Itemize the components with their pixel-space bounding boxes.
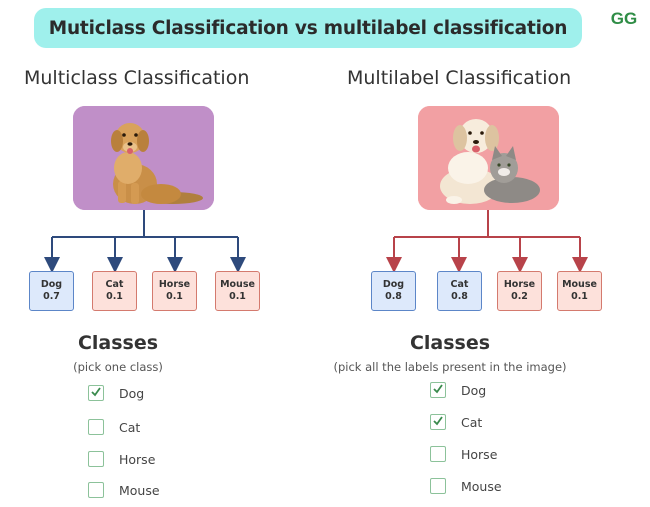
multilabel-box-mouse: Mouse 0.1 — [557, 271, 602, 311]
multilabel-option-cat[interactable]: Cat — [430, 414, 482, 430]
option-label: Mouse — [119, 482, 160, 498]
checkbox[interactable] — [430, 446, 446, 462]
box-value: 0.1 — [229, 291, 246, 302]
logo-text: GG — [611, 9, 637, 27]
multilabel-box-dog: Dog 0.8 — [371, 271, 416, 311]
option-label: Dog — [461, 382, 487, 398]
page-title: Muticlass Classification vs multilabel c… — [48, 17, 568, 39]
box-label: Horse — [503, 279, 536, 290]
box-label: Dog — [40, 279, 63, 290]
box-label: Mouse — [220, 279, 255, 290]
box-value: 0.8 — [451, 291, 468, 302]
box-label: Dog — [382, 279, 405, 290]
multiclass-option-dog[interactable]: Dog — [88, 385, 144, 401]
box-value: 0.1 — [106, 291, 123, 302]
multiclass-classes-title: Classes — [77, 332, 159, 354]
box-label: Cat — [450, 279, 469, 290]
multilabel-box-cat: Cat 0.8 — [437, 271, 482, 311]
box-label: Horse — [158, 279, 191, 290]
checkmark-icon — [433, 384, 443, 394]
checkbox[interactable] — [430, 382, 446, 398]
multiclass-classes-subtitle: (pick one class) — [73, 360, 163, 374]
multilabel-option-mouse[interactable]: Mouse — [430, 478, 502, 494]
multilabel-title: Multilabel Classification — [347, 67, 572, 89]
box-value: 0.2 — [511, 291, 528, 302]
checkbox[interactable] — [88, 385, 104, 401]
dog-and-cat-image — [418, 106, 559, 210]
dog-image — [73, 106, 214, 210]
checkmark-icon — [91, 387, 101, 397]
box-value: 0.8 — [385, 291, 402, 302]
multilabel-box-horse: Horse 0.2 — [497, 271, 542, 311]
box-value: 0.7 — [43, 291, 60, 302]
box-label: Cat — [105, 279, 124, 290]
multiclass-box-cat: Cat 0.1 — [92, 271, 137, 311]
checkbox[interactable] — [88, 419, 104, 435]
checkmark-icon — [433, 416, 443, 426]
option-label: Dog — [119, 385, 145, 401]
box-value: 0.1 — [571, 291, 588, 302]
multiclass-box-horse: Horse 0.1 — [152, 271, 197, 311]
dog-and-cat-illustration — [418, 106, 559, 210]
multilabel-classes-subtitle: (pick all the labels present in the imag… — [333, 360, 567, 374]
multiclass-box-dog: Dog 0.7 — [29, 271, 74, 311]
multiclass-option-horse[interactable]: Horse — [88, 451, 155, 467]
multiclass-box-mouse: Mouse 0.1 — [215, 271, 260, 311]
multilabel-option-dog[interactable]: Dog — [430, 382, 486, 398]
checkbox[interactable] — [88, 482, 104, 498]
option-label: Cat — [461, 414, 483, 430]
multiclass-connector — [44, 210, 246, 273]
checkbox[interactable] — [430, 414, 446, 430]
box-value: 0.1 — [166, 291, 183, 302]
gfg-logo: GG — [606, 9, 642, 28]
checkbox[interactable] — [88, 451, 104, 467]
multiclass-title: Multiclass Classification — [24, 67, 250, 89]
option-label: Horse — [119, 451, 156, 467]
option-label: Cat — [119, 419, 141, 435]
dog-illustration — [73, 106, 214, 210]
multilabel-classes-title: Classes — [409, 332, 491, 354]
box-label: Mouse — [562, 279, 597, 290]
multilabel-connector — [386, 210, 588, 273]
option-label: Horse — [461, 446, 498, 462]
checkbox[interactable] — [430, 478, 446, 494]
option-label: Mouse — [461, 478, 502, 494]
multiclass-option-cat[interactable]: Cat — [88, 419, 140, 435]
multiclass-option-mouse[interactable]: Mouse — [88, 482, 160, 498]
header-banner: Muticlass Classification vs multilabel c… — [34, 8, 582, 48]
multilabel-option-horse[interactable]: Horse — [430, 446, 497, 462]
